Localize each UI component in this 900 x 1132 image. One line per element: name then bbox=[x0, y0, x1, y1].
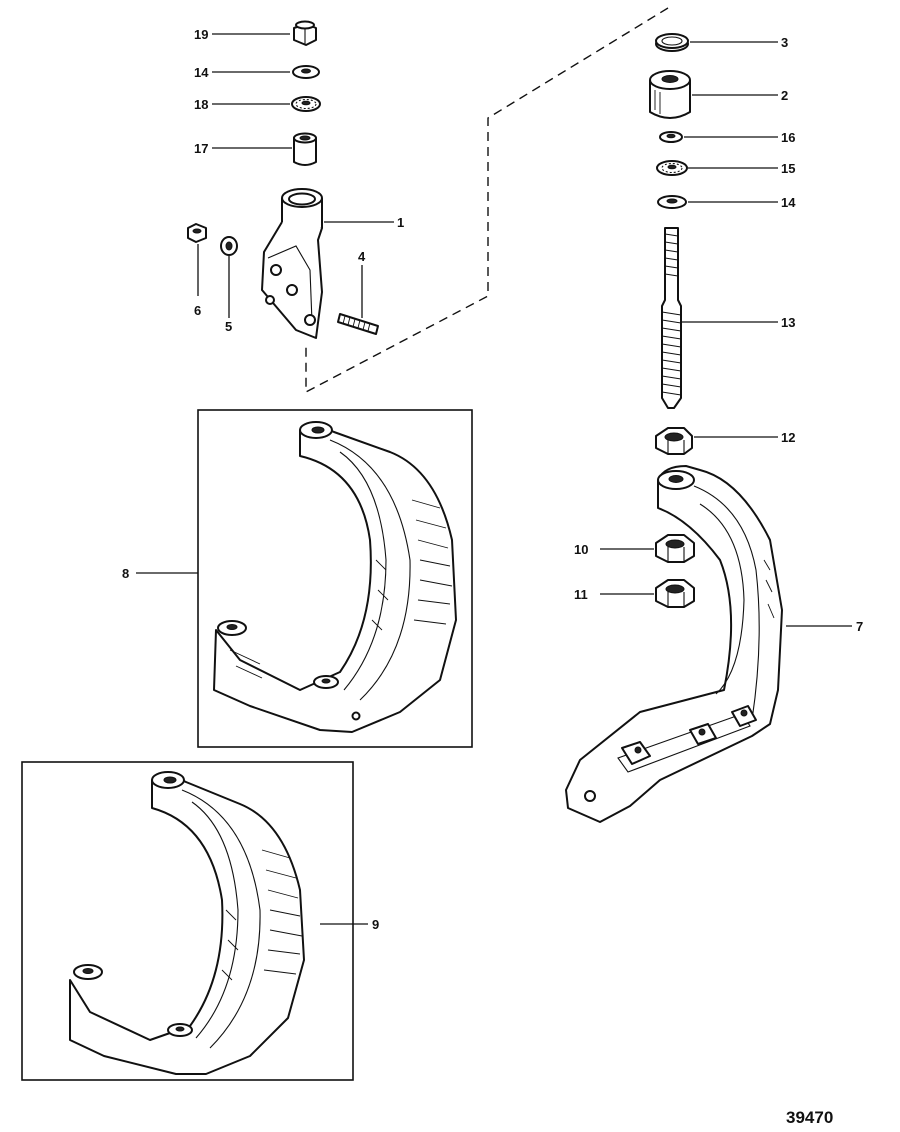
assembly-guide-dashed-line bbox=[305, 7, 669, 394]
part-8-frame bbox=[197, 409, 473, 748]
part-6-hex-nut bbox=[187, 223, 207, 243]
callout-7: 7 bbox=[856, 619, 863, 634]
callout-14-right: 14 bbox=[781, 195, 796, 210]
part-19-lock-nut bbox=[293, 20, 317, 46]
callout-15: 15 bbox=[781, 161, 795, 176]
callout-13: 13 bbox=[781, 315, 795, 330]
part-13-long-stud bbox=[661, 227, 682, 409]
callout-6: 6 bbox=[194, 303, 201, 318]
part-17-spacer bbox=[293, 132, 317, 166]
callout-5: 5 bbox=[225, 319, 232, 334]
part-12-hex-nut bbox=[655, 427, 693, 455]
part-1-steering-bracket bbox=[261, 188, 323, 339]
part-3-ring bbox=[655, 33, 689, 52]
callout-11: 11 bbox=[574, 587, 588, 602]
callout-10: 10 bbox=[574, 542, 588, 557]
callout-9: 9 bbox=[372, 917, 379, 932]
callout-1: 1 bbox=[397, 215, 404, 230]
callout-12: 12 bbox=[781, 430, 795, 445]
part-2-bushing bbox=[649, 70, 691, 119]
part-7-bracket-arm bbox=[565, 465, 783, 823]
callout-4: 4 bbox=[358, 249, 366, 264]
part-16-washer bbox=[659, 131, 683, 143]
part-5-lock-washer bbox=[220, 236, 238, 256]
callout-8: 8 bbox=[122, 566, 129, 581]
callout-19: 19 bbox=[194, 27, 208, 42]
part-8-bracket bbox=[213, 421, 457, 733]
callout-18: 18 bbox=[194, 97, 208, 112]
part-9-frame bbox=[21, 761, 354, 1081]
part-14-washer-upper-left bbox=[292, 65, 320, 79]
callout-14-upper-left: 14 bbox=[194, 65, 209, 80]
figure-number: 39470 bbox=[786, 1108, 833, 1127]
part-18-lock-washer bbox=[291, 96, 321, 112]
part-15-lock-washer bbox=[656, 160, 688, 176]
callout-16: 16 bbox=[781, 130, 795, 145]
part-4-stud bbox=[337, 313, 379, 335]
part-10-hex-nut bbox=[655, 534, 695, 563]
leader-lines bbox=[136, 33, 852, 925]
callout-3: 3 bbox=[781, 35, 788, 50]
part-11-hex-nut bbox=[655, 579, 695, 608]
part-14-washer-right bbox=[657, 195, 687, 209]
callout-17: 17 bbox=[194, 141, 208, 156]
part-9-bracket bbox=[69, 771, 305, 1075]
callout-2: 2 bbox=[781, 88, 788, 103]
